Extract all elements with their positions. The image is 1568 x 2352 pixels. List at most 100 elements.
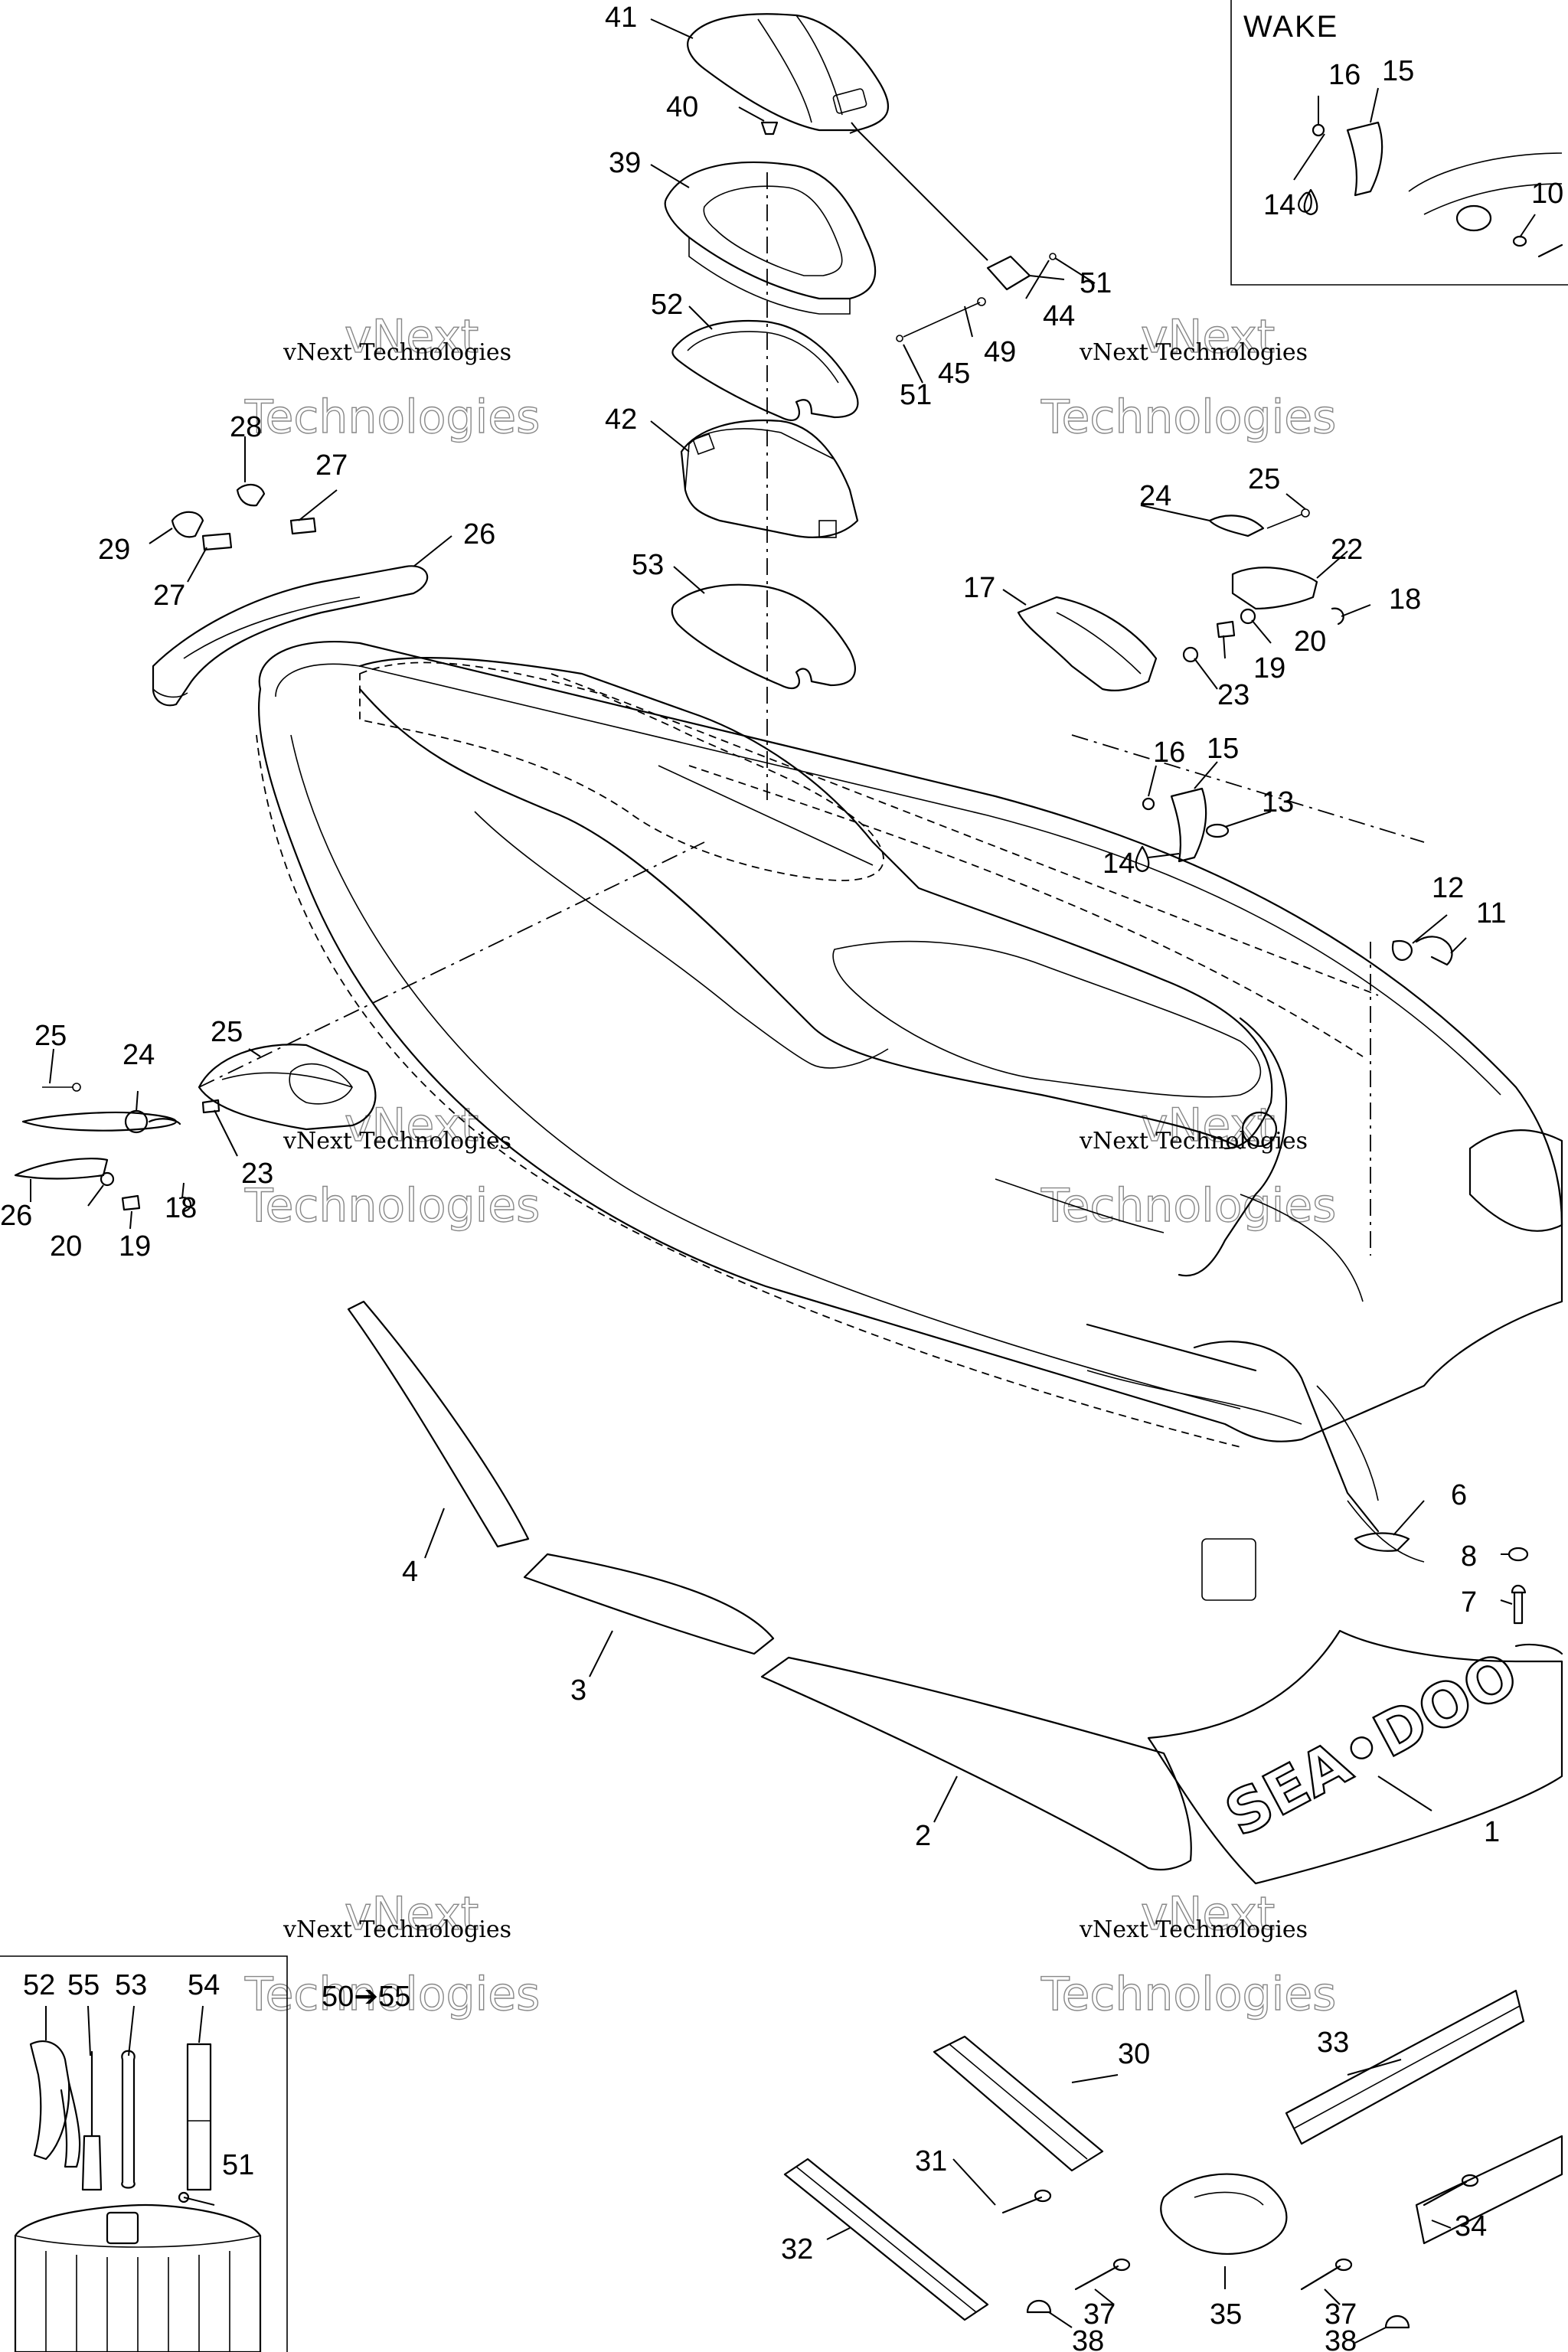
svg-text:vNext: vNext <box>345 1099 479 1152</box>
callout-11: 11 <box>1476 897 1506 929</box>
callout-14b: 14 <box>1263 189 1295 221</box>
callout-19a: 19 <box>1253 652 1285 684</box>
callout-23a: 24 <box>1139 480 1171 512</box>
left-vent <box>14 1044 377 1213</box>
callout-24a: 25 <box>1248 463 1280 495</box>
callout-3: 3 <box>570 1674 586 1707</box>
callout-4: 4 <box>402 1556 418 1588</box>
svg-text:vNext: vNext <box>345 310 479 364</box>
callout-37: 35 <box>1210 2298 1242 2331</box>
callout-22b: 23 <box>241 1158 273 1190</box>
callout-27: 26 <box>463 518 495 550</box>
callout-34: 33 <box>1317 2027 1349 2059</box>
leader-lines <box>30 18 1536 2344</box>
callout-20a: 20 <box>1294 626 1326 658</box>
callout-12: 12 <box>1432 872 1464 904</box>
callout-38a: 37 <box>1083 2298 1116 2331</box>
svg-text:Technologies: Technologies <box>244 1179 540 1233</box>
callout-21: 22 <box>1331 534 1363 566</box>
callout-6: 6 <box>1451 1479 1467 1511</box>
callout-7: 7 <box>1461 1586 1477 1619</box>
callout-54: 54 <box>188 1969 220 2001</box>
callout-16b: 16 <box>1328 59 1361 91</box>
callout-46b: 51 <box>900 379 932 411</box>
callout-44: 44 <box>1043 300 1075 332</box>
callout-51: 51 <box>222 2149 254 2181</box>
watermark-4: vNext Technologies vNext Technologies <box>1040 1098 1337 1233</box>
callout-28b: 27 <box>153 580 185 612</box>
callout-49: 53 <box>632 549 664 581</box>
watermark-6: vNext Technologies vNext Technologies <box>1040 1886 1337 2021</box>
drop-icon-14b <box>1303 188 1318 216</box>
callout-28a: 27 <box>315 449 348 482</box>
watermarks: vNext Technologies vNext Technologies vN… <box>243 309 1337 2021</box>
svg-text:vNext Technologies: vNext Technologies <box>1079 1128 1308 1155</box>
svg-text:vNext Technologies: vNext Technologies <box>283 1128 511 1155</box>
svg-text:Technologies: Technologies <box>1040 1968 1336 2021</box>
upper-right-vent <box>1017 508 1453 966</box>
callout-39b: 38 <box>1325 2325 1357 2352</box>
callout-8: 8 <box>1461 1540 1477 1573</box>
callout-23b: 24 <box>122 1039 155 1071</box>
callout-35: 34 <box>1455 2210 1487 2243</box>
callout-39a: 38 <box>1072 2325 1104 2352</box>
callout-25: 25 <box>211 1016 243 1048</box>
callout-52: 52 <box>23 1969 55 2001</box>
svg-text:vNext Technologies: vNext Technologies <box>283 1916 511 1943</box>
callout-33: 32 <box>781 2233 813 2265</box>
callout-38b: 37 <box>1325 2298 1357 2331</box>
callout-31: 30 <box>1118 2038 1150 2070</box>
callout-18b: 18 <box>165 1192 197 1224</box>
wake-inset-title: WAKE <box>1243 10 1338 44</box>
svg-text:Technologies: Technologies <box>244 1968 540 2021</box>
callout-40: 39 <box>609 147 641 179</box>
svg-text:Technologies: Technologies <box>244 390 540 444</box>
svg-text:vNext Technologies: vNext Technologies <box>283 339 511 366</box>
callout-26: 26 <box>0 1200 32 1232</box>
toolkit-inset: 50➔55 <box>0 1955 410 2352</box>
callout-43: 41 <box>605 2 637 34</box>
callout-15b: 15 <box>1382 55 1414 87</box>
watermark-5: vNext Technologies vNext Technologies <box>243 1886 541 2021</box>
watermark-1: vNext Technologies vNext Technologies <box>243 309 541 444</box>
callout-42: 42 <box>605 403 637 436</box>
callout-55: 55 <box>67 1969 100 2001</box>
callout-1: 1 <box>1484 1816 1500 1848</box>
callout-48: 52 <box>651 289 683 321</box>
svg-text:Technologies: Technologies <box>1040 1179 1336 1233</box>
callout-24b: 25 <box>34 1020 67 1052</box>
callout-30: 29 <box>98 534 130 566</box>
callout-17: 17 <box>963 572 995 604</box>
svg-text:vNext: vNext <box>1141 1099 1275 1152</box>
svg-text:vNext: vNext <box>1141 310 1275 364</box>
svg-text:vNext Technologies: vNext Technologies <box>1079 1916 1308 1943</box>
callout-2: 2 <box>915 1820 931 1852</box>
drop-icon-14a <box>1135 845 1150 873</box>
callout-53: 53 <box>115 1969 147 2001</box>
svg-text:vNext: vNext <box>345 1887 479 1941</box>
callout-41: 40 <box>666 91 698 123</box>
callout-10: 10 <box>1531 178 1563 210</box>
decals: SEA•DOO <box>347 1300 1563 1885</box>
bumper-trim <box>783 1989 1563 2329</box>
callout-19b: 19 <box>119 1230 151 1263</box>
svg-text:vNext: vNext <box>1141 1887 1275 1941</box>
storage-compartment <box>664 13 1057 690</box>
callout-47: 49 <box>984 336 1016 368</box>
wake-inset: WAKE <box>1230 0 1568 286</box>
deck-body <box>198 172 1563 1601</box>
callout-20b: 20 <box>50 1230 82 1263</box>
callout-14a: 14 <box>1102 848 1135 880</box>
watermark-2: vNext Technologies vNext Technologies <box>1040 309 1337 444</box>
watermark-3: vNext Technologies vNext Technologies <box>243 1098 541 1233</box>
toolkit-range-label: 50➔55 <box>322 1981 410 2013</box>
decal-logo: SEA•DOO <box>1215 1640 1529 1851</box>
callout-45: 45 <box>938 358 970 390</box>
callout-18a: 18 <box>1389 583 1421 616</box>
callout-32: 31 <box>915 2145 947 2177</box>
callout-46a: 51 <box>1080 267 1112 299</box>
callout-15a: 15 <box>1207 733 1239 765</box>
callout-29: 28 <box>230 411 262 443</box>
